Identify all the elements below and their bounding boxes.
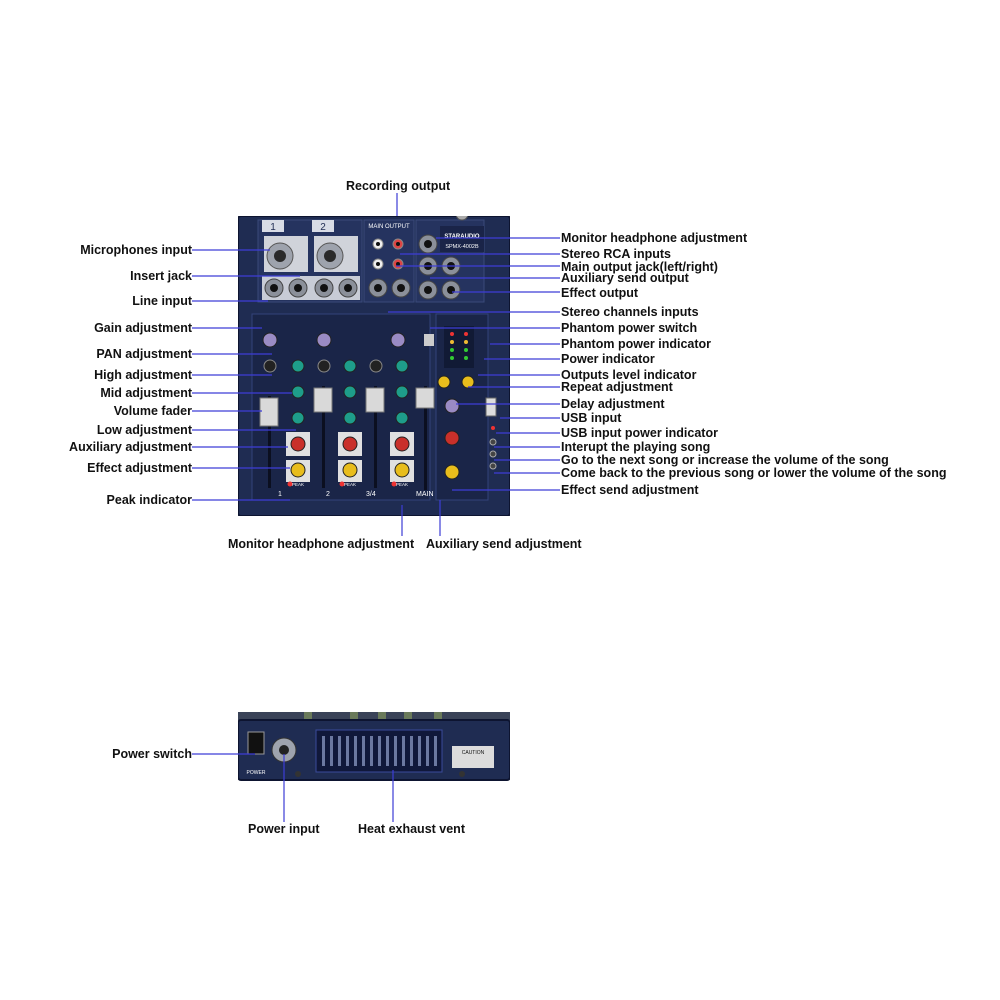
vent-slat [394,736,397,766]
ch1-strip-label: 1 [278,491,282,498]
ch1-tab-label: 1 [270,222,276,233]
vent-slat [322,736,325,766]
peak-leds [287,481,397,487]
right-label-repeat: Repeat adjustment [561,380,673,394]
vent-slat [370,736,373,766]
phantom-switch[interactable] [424,334,434,346]
effect-knobs[interactable] [437,375,475,480]
main-output-jacks[interactable] [368,278,411,298]
right-label-phantom-indicator: Phantom power indicator [561,337,712,351]
right-label-power-indicator: Power indicator [561,352,655,366]
vent-slat [418,736,421,766]
mixer-back-panel: POWER CAUTION [238,712,510,781]
insert-line-jacks[interactable] [262,276,360,300]
vent-slat [378,736,381,766]
peak-text-2: PEAK [344,482,356,487]
left-label-mid: Mid adjustment [100,386,192,400]
vent-slat [434,736,437,766]
right-label-interrupt: Interupt the playing song [561,440,711,454]
back-label-power-input: Power input [248,822,320,836]
power-input-socket[interactable] [271,737,297,763]
model-text: SPMX-4002B [445,244,479,250]
right-label-main-output: Main output jack(left/right) [561,260,718,274]
right-label-phantom-switch: Phantom power switch [561,321,698,335]
left-label-pan: PAN adjustment [96,347,192,361]
mixer-top-panel: 1 2 MAIN OUTPUT STARAUDIO [238,216,510,516]
vent-slat [346,736,349,766]
channel-knobs[interactable] [262,332,414,482]
left-label-line-input: Line input [132,294,192,308]
right-label-stereo-channels: Stereo channels inputs [561,305,699,319]
ch2-strip-label: 2 [326,491,330,498]
left-label-aux: Auxiliary adjustment [69,440,192,454]
back-label-heat-vent: Heat exhaust vent [358,822,465,836]
usb-section[interactable] [485,397,497,470]
ch34-strip-label: 3/4 [366,491,376,498]
left-label-low: Low adjustment [96,423,192,437]
vent-slat [426,736,429,766]
right-label-level-indicator: Outputs level indicator [561,368,697,382]
brand-text: STARAUDIO [444,234,480,240]
left-label-gain: Gain adjustment [94,321,192,335]
left-label-insert-jack: Insert jack [130,269,192,283]
recording-output-label: Recording output [346,179,451,193]
vent-slat [362,736,365,766]
right-label-effect-output: Effect output [561,286,639,300]
left-label-high: High adjustment [94,368,192,382]
vent-slat [386,736,389,766]
headphone-jack-top[interactable] [455,216,469,221]
right-label-usb-input: USB input [561,411,622,425]
rca-jacks[interactable] [372,238,404,270]
right-label-stereo-rca: Stereo RCA inputs [561,247,671,261]
left-label-effect: Effect adjustment [87,461,192,475]
xlr-input-2[interactable] [314,236,358,272]
peak-text-3: PEAK [396,482,408,487]
right-label-delay: Delay adjustment [561,397,665,411]
level-meter [444,326,474,368]
left-label-microphones: Microphones input [80,243,192,257]
peak-text-1: PEAK [292,482,304,487]
vent-slat [338,736,341,766]
vent-slat [402,736,405,766]
vent-slat [354,736,357,766]
right-label-effect-send: Effect send adjustment [561,483,699,497]
right-label-monitor-headphone: Monitor headphone adjustment [561,231,748,245]
bottom-label-aux-send: Auxiliary send adjustment [426,537,582,551]
left-label-peak: Peak indicator [106,493,192,507]
brand-plate: STARAUDIO SPMX-4002B [440,226,484,252]
right-label-next-song: Go to the next song or increase the volu… [561,453,889,467]
channel-faders[interactable] [259,386,435,490]
right-label-previous-song: Come back to the previous song or lower … [561,466,947,480]
back-label-power-switch: Power switch [112,747,192,761]
vent-slat [330,736,333,766]
caution-text: CAUTION [462,750,485,756]
vent-slat [410,736,413,766]
ch2-tab-label: 2 [320,222,326,233]
main-strip-label: MAIN [416,491,434,498]
caution-plate [452,746,494,768]
bottom-label-monitor-headphone: Monitor headphone adjustment [228,537,415,551]
left-label-fader: Volume fader [113,404,192,418]
power-text: POWER [247,770,266,776]
right-label-usb-power: USB input power indicator [561,426,718,440]
main-output-text: MAIN OUTPUT [368,224,410,230]
right-label-aux-send: Auxiliary send output [561,271,689,285]
power-switch[interactable] [247,731,265,755]
xlr-input-1[interactable] [264,236,308,272]
